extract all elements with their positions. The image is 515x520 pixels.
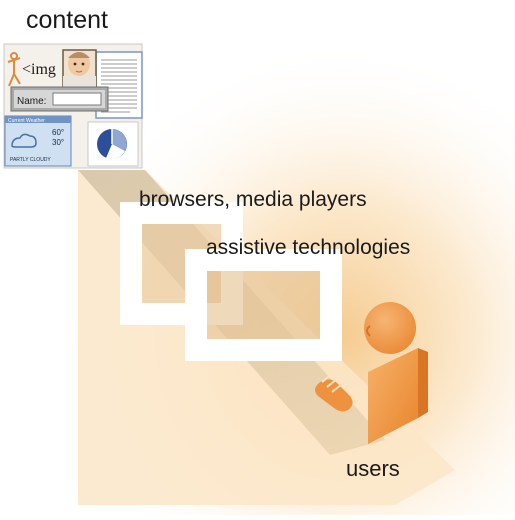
content-collage: <img Name: Curren xyxy=(3,43,143,169)
browsers-label: browsers, media players xyxy=(139,188,367,211)
baby-photo xyxy=(62,49,97,89)
assistive-frame xyxy=(185,249,342,361)
assistive-frame-inner xyxy=(207,271,320,339)
user-hand xyxy=(315,379,353,412)
pie-chart-thumbnail xyxy=(87,121,139,167)
users-label: users xyxy=(346,456,400,481)
weather-low: 30° xyxy=(52,138,64,147)
dancer-icon xyxy=(7,52,21,87)
user-torso-side xyxy=(418,348,428,418)
cloud-icon xyxy=(11,133,37,148)
content-label: content xyxy=(26,6,109,34)
user-fingers xyxy=(321,373,343,393)
weather-status: PARTLY CLOUDY xyxy=(10,157,51,163)
weather-title: Current Weather xyxy=(8,118,45,124)
weather-high: 60° xyxy=(52,128,64,137)
name-field-label: Name: xyxy=(17,96,46,107)
user-head xyxy=(364,302,416,354)
name-field-input xyxy=(52,92,102,106)
img-tag-text: <img xyxy=(22,61,56,78)
user-torso xyxy=(368,348,418,444)
user-ear xyxy=(366,325,371,337)
weather-widget: Current Weather 60° 30° PARTLY CLOUDY xyxy=(4,115,72,167)
assistive-label: assistive technologies xyxy=(206,236,411,259)
name-form: Name: xyxy=(10,86,109,112)
user-figure xyxy=(315,302,428,444)
